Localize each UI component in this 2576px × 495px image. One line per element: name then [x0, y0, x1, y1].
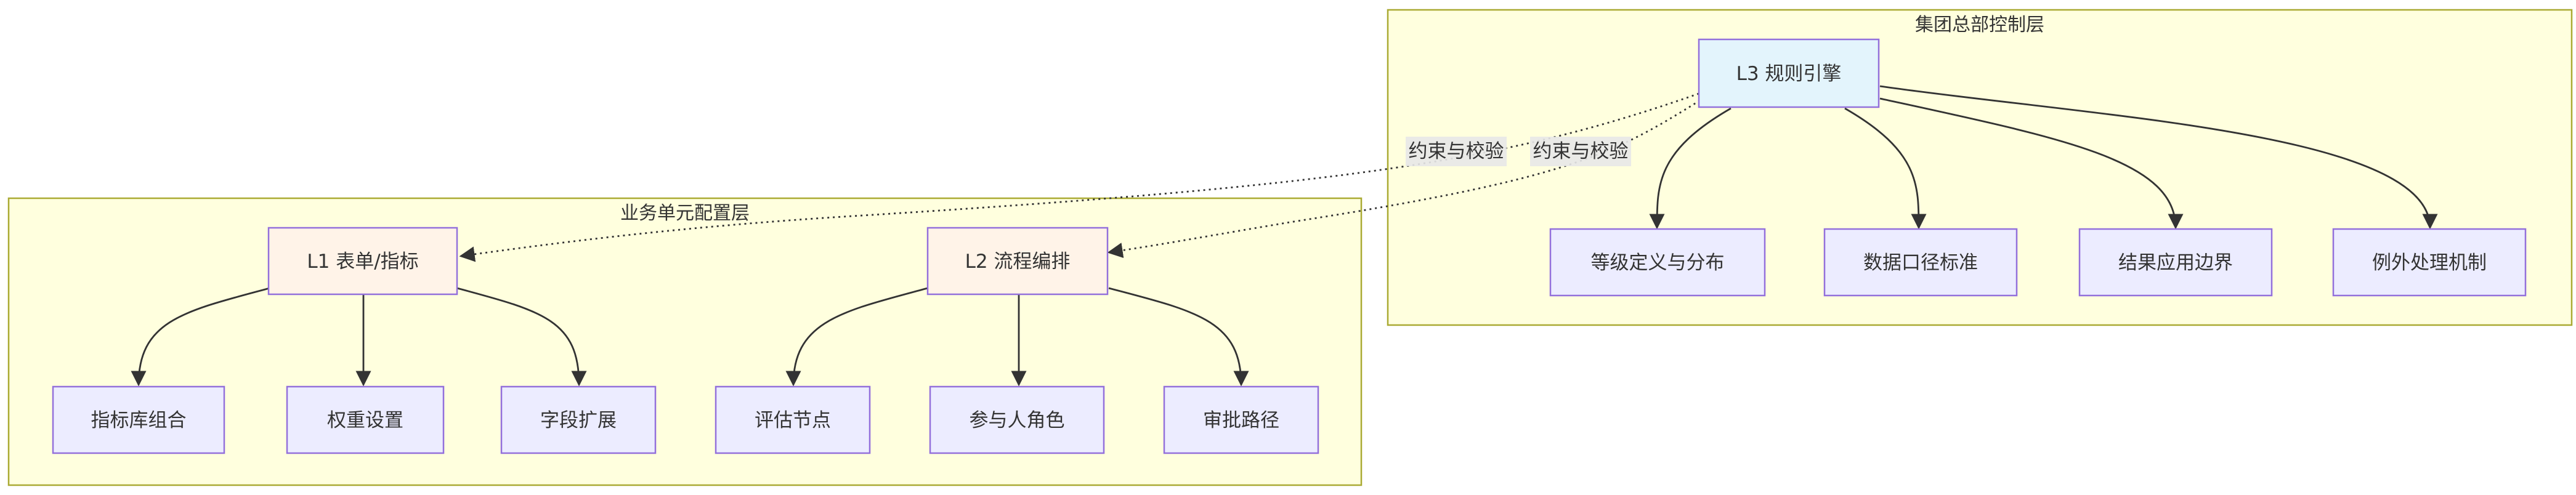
node-indicator-lib-box — [52, 385, 225, 454]
node-evaluation-node: 评估节点 — [715, 385, 871, 454]
node-grade-label: 等级定义与分布 — [1591, 252, 1725, 274]
edge-l3-l2 — [1107, 99, 1701, 259]
node-l1-form-indicator: L1 表单/指标 — [267, 227, 458, 296]
node-l1-box — [267, 227, 458, 296]
cluster-bu: 业务单元配置层 — [7, 197, 1363, 486]
node-l2-box — [926, 227, 1109, 296]
node-exception-box — [2332, 228, 2527, 297]
edge-l2-eval-node — [785, 287, 928, 387]
node-result-bound-label: 结果应用边界 — [2118, 252, 2233, 274]
edge-label-l1-bg — [1406, 137, 1507, 166]
node-weight-label: 权重设置 — [327, 409, 403, 432]
node-participant-label: 参与人角色 — [970, 409, 1065, 432]
edge-l3-data-std — [1844, 107, 1927, 230]
node-weight-box — [286, 385, 445, 454]
node-participant-role: 参与人角色 — [929, 385, 1105, 454]
node-eval-node-label: 评估节点 — [755, 409, 831, 432]
node-field-ext-label: 字段扩展 — [540, 409, 617, 432]
node-l1-label: L1 表单/指标 — [307, 251, 418, 273]
edge-label-l2-bg — [1530, 137, 1631, 166]
node-grade-definition: 等级定义与分布 — [1549, 228, 1766, 297]
node-exception-handling: 例外处理机制 — [2332, 228, 2527, 297]
edge-l3-exception — [1879, 85, 2438, 230]
edge-label-l2: 约束与校验 — [1530, 137, 1631, 166]
edge-label-l1: 约束与校验 — [1406, 137, 1507, 166]
edge-label-l1-text: 约束与校验 — [1409, 140, 1504, 163]
node-data-std-box — [1823, 228, 2018, 297]
edge-l3-grade — [1649, 107, 1732, 230]
node-field-extension: 字段扩展 — [500, 385, 657, 454]
node-participant-box — [929, 385, 1105, 454]
node-approval-box — [1163, 385, 1319, 454]
edge-l1-indicator-lib — [131, 287, 270, 387]
edge-label-l2-text: 约束与校验 — [1533, 140, 1629, 163]
node-eval-node-box — [715, 385, 871, 454]
edge-l1-field-ext — [456, 287, 587, 387]
node-l3-box — [1698, 38, 1880, 108]
cluster-bu-title: 业务单元配置层 — [620, 203, 750, 224]
node-indicator-library: 指标库组合 — [52, 385, 225, 454]
node-field-ext-box — [500, 385, 657, 454]
node-data-std-label: 数据口径标准 — [1863, 252, 1978, 274]
node-l2-process: L2 流程编排 — [926, 227, 1109, 296]
node-grade-box — [1549, 228, 1766, 297]
node-l3-rule-engine: L3 规则引擎 — [1698, 38, 1880, 108]
cluster-bu-box — [7, 197, 1363, 486]
node-result-boundary: 结果应用边界 — [2078, 228, 2273, 297]
edge-l3-result-bound — [1879, 97, 2184, 230]
node-data-standard: 数据口径标准 — [1823, 228, 2018, 297]
cluster-hq-title: 集团总部控制层 — [1915, 14, 2044, 36]
edge-l2-approval — [1108, 287, 1249, 387]
node-approval-path: 审批路径 — [1163, 385, 1319, 454]
node-result-bound-box — [2078, 228, 2273, 297]
node-l2-label: L2 流程编排 — [965, 251, 1071, 273]
node-approval-label: 审批路径 — [1203, 409, 1279, 432]
node-exception-label: 例外处理机制 — [2372, 252, 2487, 274]
node-weight-setting: 权重设置 — [286, 385, 445, 454]
node-indicator-lib-label: 指标库组合 — [91, 409, 187, 432]
node-l3-label: L3 规则引擎 — [1736, 63, 1842, 85]
